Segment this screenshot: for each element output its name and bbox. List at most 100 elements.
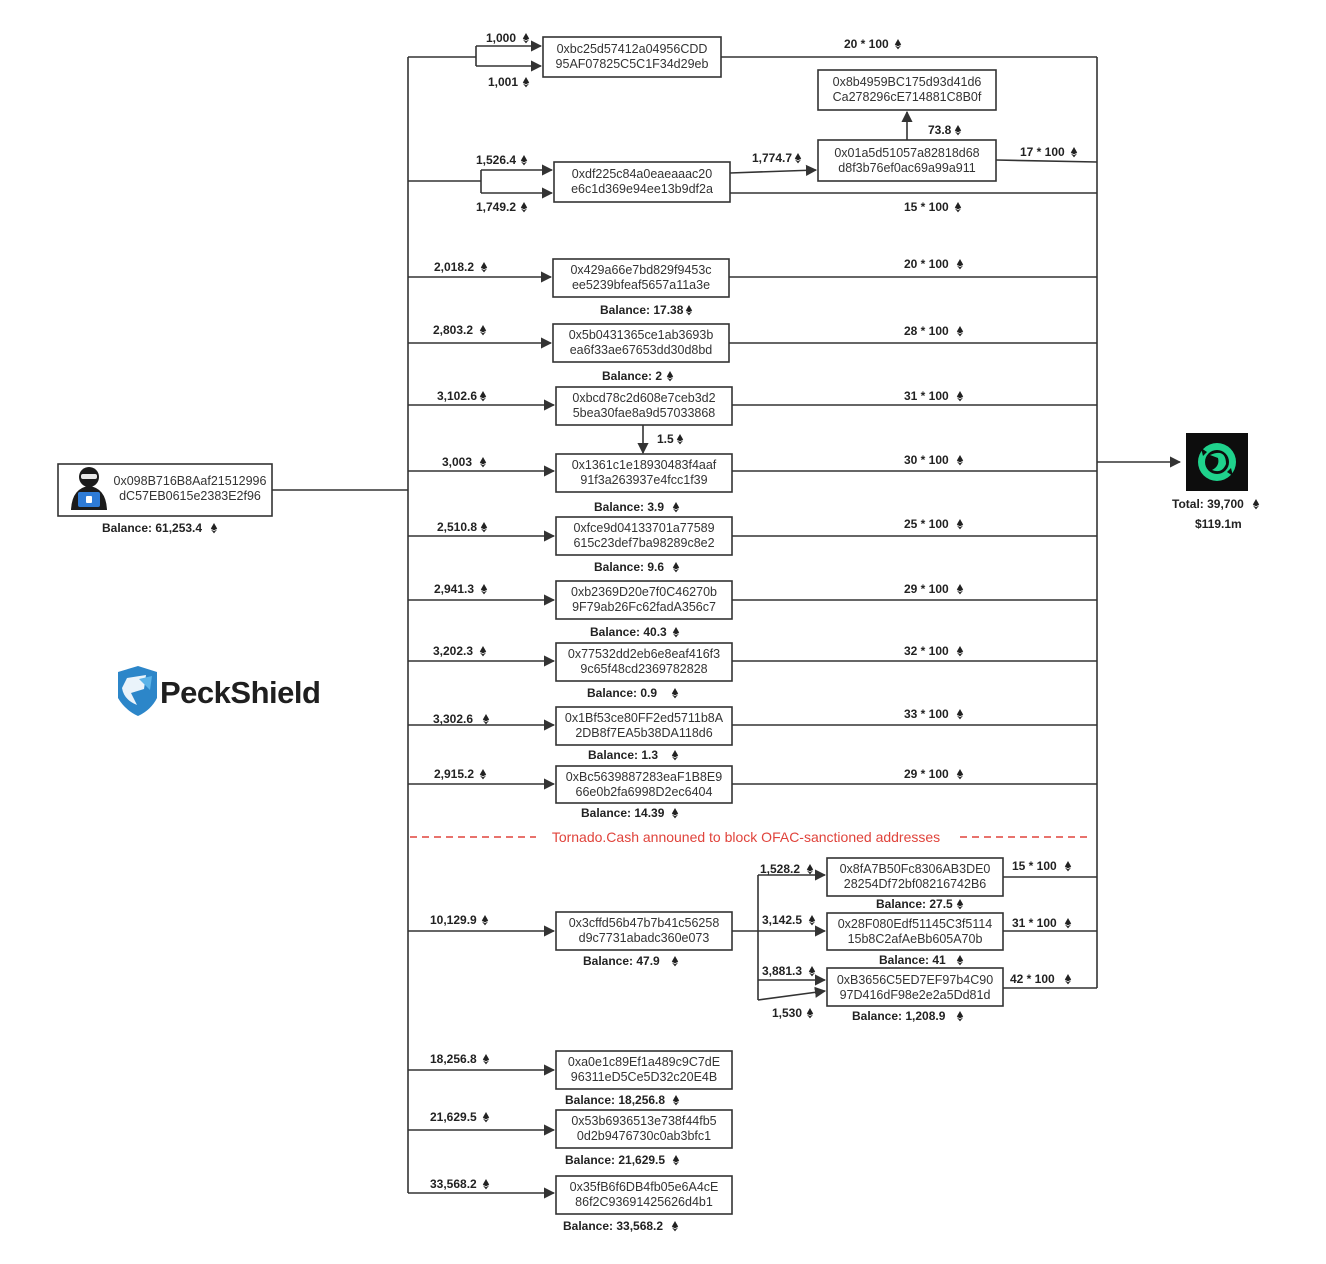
address-box[interactable] xyxy=(555,706,733,746)
post-block-main: 10,129.9 0x3cffd56b47b7b41c56258 d9c7731… xyxy=(408,869,827,1001)
address-line1: 0xfce9d04133701a77589 xyxy=(573,521,714,535)
address-line2: 66e0b2fa6998D2ec6404 xyxy=(576,785,713,799)
address-line2: 9F79ab26Fc62fadA356c7 xyxy=(572,600,716,614)
eth-icon xyxy=(479,457,487,468)
sub-2: 3,142.5 0x28F080Edf51145C3f5114 15b8C2af… xyxy=(762,912,1097,967)
balance: Balance: 3.9 xyxy=(594,500,664,514)
amount-in: 21,629.5 xyxy=(430,1110,477,1124)
address-box[interactable] xyxy=(555,1109,733,1149)
eth-icon xyxy=(482,1179,490,1190)
address-box[interactable] xyxy=(826,857,1004,897)
row-3: 2,018.2 0x429a66e7bd829f9453c ee5239bfea… xyxy=(408,257,1097,317)
address-box[interactable] xyxy=(555,642,733,682)
address-box[interactable] xyxy=(826,912,1004,951)
eth-icon xyxy=(481,915,489,926)
eth-icon xyxy=(482,1112,490,1123)
amount-in: 3,102.6 xyxy=(437,389,477,403)
balance: Balance: 1,208.9 xyxy=(852,1009,946,1023)
hacker-address-line2: dC57EB0615e2383E2f96 xyxy=(119,489,261,503)
row-4: 2,803.2 0x5b0431365ce1ab3693b ea6f33ae67… xyxy=(408,323,1097,383)
eth-icon xyxy=(956,955,964,966)
address-line1: 0xBc5639887283eaF1B8E9 xyxy=(566,770,722,784)
address-line1: 0xB3656C5ED7EF97b4C90 xyxy=(837,973,993,987)
address-box[interactable] xyxy=(555,580,733,620)
eth-icon xyxy=(954,202,962,213)
row-2-amount-2: 1,749.2 xyxy=(476,200,516,214)
ofac-separator: Tornado.Cash announed to block OFAC-sanc… xyxy=(410,829,1092,845)
address-line2: ea6f33ae67653dd30d8bd xyxy=(570,343,713,357)
eth-icon xyxy=(956,899,964,910)
address-box[interactable] xyxy=(817,69,997,111)
balance: Balance: 27.5 xyxy=(876,897,953,911)
amount-in: 2,941.3 xyxy=(434,582,474,596)
address-line2: 2DB8f7EA5b38DA118d6 xyxy=(575,726,712,740)
eth-icon xyxy=(479,391,487,402)
eth-icon xyxy=(480,522,488,533)
balance: Balance: 14.39 xyxy=(581,806,665,820)
inner-transfer-amount: 1.5 xyxy=(657,432,674,446)
eth-icon xyxy=(794,153,802,164)
address-box[interactable] xyxy=(552,323,730,363)
row-5: 3,102.6 0xbcd78c2d608e7ceb3d2 5bea30fae8… xyxy=(408,386,1097,455)
address-box[interactable] xyxy=(555,911,733,951)
address-line2: 86f2C93691425626d4b1 xyxy=(575,1195,713,1209)
address-line1: 0x1Bf53ce80FF2ed5711b8A xyxy=(565,711,724,725)
eth-icon xyxy=(956,391,964,402)
eth-icon xyxy=(956,584,964,595)
eth-icon xyxy=(956,769,964,780)
amount-in: 3,142.5 xyxy=(762,913,802,927)
balance: Balance: 0.9 xyxy=(587,686,657,700)
address-box[interactable] xyxy=(555,453,733,493)
address-box[interactable] xyxy=(552,258,730,298)
hacker-node[interactable]: 0x098B716B8Aaf21512996 dC57EB0615e2383E2… xyxy=(57,463,273,517)
out-amount: 31 * 100 xyxy=(904,389,949,403)
eth-icon xyxy=(482,714,490,725)
balance: Balance: 40.3 xyxy=(590,625,667,639)
address-line1: 0x53b6936513e738f44fb5 xyxy=(571,1114,716,1128)
hop-in-amount: 1,774.7 xyxy=(752,151,792,165)
up-amount: 73.8 xyxy=(928,123,952,137)
balance: Balance: 41 xyxy=(879,953,946,967)
amount-in: 18,256.8 xyxy=(430,1052,477,1066)
address-box[interactable] xyxy=(826,967,1004,1007)
address-box[interactable] xyxy=(542,36,722,78)
out-amount: 25 * 100 xyxy=(904,517,949,531)
amount-in: 2,510.8 xyxy=(437,520,477,534)
out-amount: 15 * 100 xyxy=(904,200,949,214)
eth-icon xyxy=(480,262,488,273)
address-box[interactable] xyxy=(555,386,733,426)
eth-icon xyxy=(1064,918,1072,929)
eth-icon xyxy=(685,305,693,316)
address-line2: 95AF07825C5C1F34d29eb xyxy=(556,57,709,71)
hacker-balance: Balance: 61,253.4 xyxy=(102,521,202,535)
amount-in: 2,803.2 xyxy=(433,323,473,337)
eth-icon xyxy=(956,326,964,337)
holder-2: 21,629.5 0x53b6936513e738f44fb5 0d2b9476… xyxy=(408,1109,733,1167)
address-box[interactable] xyxy=(553,161,731,203)
address-line2: e6c1d369e94ee13b9df2a xyxy=(571,182,713,196)
eth-icon xyxy=(1064,974,1072,985)
address-line2: 91f3a263937e4fcc1f39 xyxy=(580,473,707,487)
row-9: 3,202.3 0x77532dd2eb6e8eaf416f3 9c65f48c… xyxy=(408,642,1097,700)
tornado-node[interactable]: Total: 39,700 $119.1m xyxy=(1172,433,1260,531)
address-box[interactable] xyxy=(555,1175,733,1215)
row-1-amount-2: 1,001 xyxy=(488,75,518,89)
address-line2: Ca278296cE714881C8B0f xyxy=(833,90,982,104)
row-2: 1,526.4 1,749.2 0xdf225c84a0eaeaaac20 e6… xyxy=(408,69,1098,214)
hacker-icon xyxy=(71,467,107,510)
address-line1: 0x429a66e7bd829f9453c xyxy=(570,263,711,277)
eth-icon xyxy=(672,1155,680,1166)
amount-in: 3,302.6 xyxy=(433,712,473,726)
address-box[interactable] xyxy=(555,1050,733,1090)
eth-icon xyxy=(808,915,816,926)
eth-icon xyxy=(520,202,528,213)
address-line2: ee5239bfeaf5657a11a3e xyxy=(572,278,710,292)
eth-icon xyxy=(672,502,680,513)
hop-address-box[interactable] xyxy=(817,139,997,182)
eth-icon xyxy=(806,1008,814,1019)
eth-icon xyxy=(479,325,487,336)
address-line1: 0x77532dd2eb6e8eaf416f3 xyxy=(568,647,720,661)
amount-in: 3,881.3 xyxy=(762,964,802,978)
address-box[interactable] xyxy=(555,516,733,556)
